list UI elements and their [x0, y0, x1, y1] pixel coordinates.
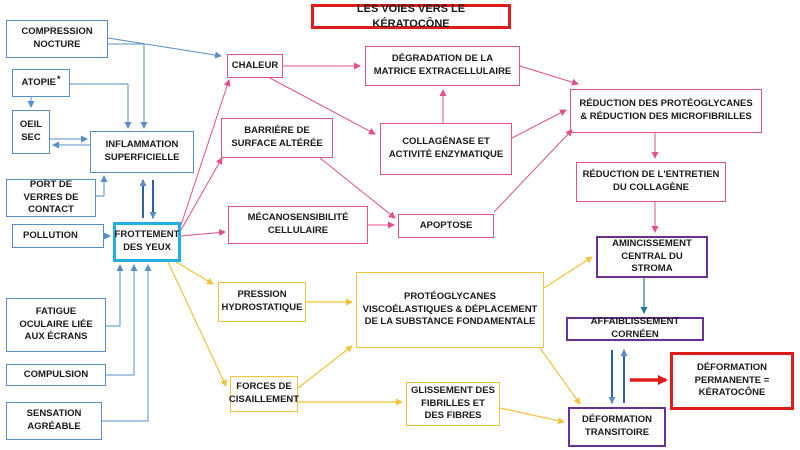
node-fatigue: FATIGUE OCULAIRE LIÉE AUX ÉCRANS	[6, 298, 106, 352]
arrow-compression-inflammation	[108, 43, 148, 129]
arrow-proteoglycanes-deformation	[539, 347, 581, 405]
arrow-degradation-reduction	[519, 65, 579, 86]
node-port-de-verres: PORT DE VERRES DE CONTACT	[6, 179, 96, 217]
node-sensation: SENSATION AGRÉABLE	[6, 402, 102, 440]
node-atopie: ATOPIE*	[12, 69, 70, 97]
arrow-chaleur-collagenase	[269, 77, 376, 135]
arrow-frottement-barriere	[180, 157, 223, 231]
node-collagenase: COLLAGÉNASE ET ACTIVITÉ ENZYMATIQUE	[380, 123, 512, 175]
node-reduction-proteoglycanes: RÉDUCTION DES PROTÉOGLYCANES & RÉDUCTION…	[570, 89, 762, 133]
arrow-sensation-frottement	[102, 264, 152, 422]
node-proteoglycanes-visco: PROTÉOGLYCANES VISCOÉLASTIQUES & DÉPLACE…	[356, 272, 544, 348]
node-glissement: GLISSEMENT DES FIBRILLES ET DES FIBRES	[406, 382, 500, 426]
arrow-frottement-mecano	[180, 229, 226, 237]
node-atopie-label: ATOPIE	[21, 76, 56, 88]
node-mecanosensibilite: MÉCANOSENSIBILITÉ CELLULAIRE	[228, 206, 368, 244]
arrow-frottement-chaleur	[180, 79, 231, 226]
node-compulsion: COMPULSION	[6, 364, 106, 386]
node-affaiblissement: AFFAIBLISSEMENT CORNÉEN	[566, 316, 704, 341]
arrow-fatigue-frottement	[106, 264, 124, 327]
node-frottement: FROTTEMENT DES YEUX	[113, 222, 181, 262]
arrow-forces-proteoglycanes	[297, 345, 353, 389]
atopie-asterisk: *	[56, 73, 61, 84]
node-deformation-transitoire: DÉFORMATION TRANSITOIRE	[568, 407, 666, 447]
node-chaleur: CHALEUR	[227, 54, 283, 78]
arrow-atopie-inflammation	[70, 83, 132, 129]
node-inflammation: INFLAMMATION SUPERFICIELLE	[90, 131, 194, 173]
node-compression-nocture: COMPRESSION NOCTURE	[6, 20, 108, 58]
arrow-compression-chaleur	[107, 37, 222, 59]
arrow-barriere-apoptose	[319, 157, 396, 219]
node-amincissement: AMINCISSEMENT CENTRAL DU STROMA	[596, 236, 708, 278]
node-pollution: POLLUTION	[12, 224, 104, 248]
node-pression: PRESSION HYDROSTATIQUE	[218, 282, 306, 322]
node-oeil-sec: OEIL SEC	[12, 110, 50, 154]
node-reduction-entretien: RÉDUCTION DE L'ENTRETIEN DU COLLAGÈNE	[576, 162, 726, 202]
node-deformation-permanente: DÉFORMATION PERMANENTE = KÉRATOCÔNE	[670, 352, 794, 410]
node-forces: FORCES DE CISAILLEMENT	[229, 376, 299, 412]
arrow-frottement-pression	[175, 261, 214, 285]
arrow-glissement-deformation	[499, 407, 565, 425]
arrow-proteoglycanes-amincissement	[543, 256, 593, 289]
node-apoptose: APOPTOSE	[398, 214, 494, 238]
diagram-title: LES VOIES VERS LE KÉRATOCÔNE	[311, 3, 511, 30]
arrow-port-verres-inflammation	[96, 175, 108, 197]
arrow-compulsion-frottement	[106, 264, 138, 376]
arrow-frottement-forces	[167, 261, 227, 387]
arrow-apoptose-reduction	[493, 129, 573, 213]
arrow-collagenase-reduction	[511, 109, 567, 139]
node-degradation: DÉGRADATION DE LA MATRICE EXTRACELLULAIR…	[365, 46, 520, 86]
node-barriere: BARRIÈRE DE SURFACE ALTÉRÉE	[221, 118, 333, 158]
